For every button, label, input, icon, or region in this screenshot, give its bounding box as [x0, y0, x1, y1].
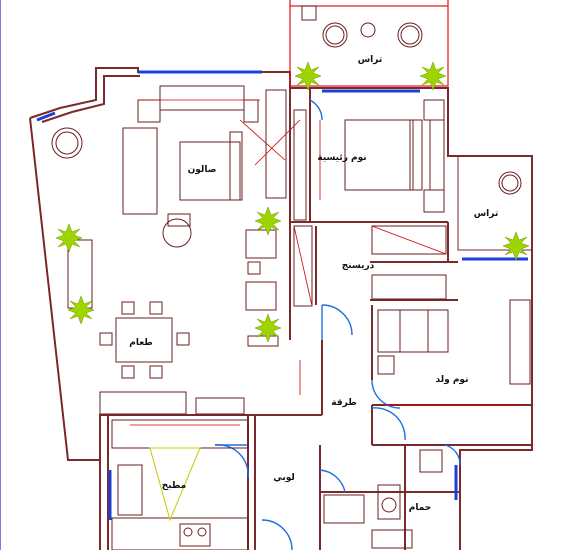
doors	[214, 99, 461, 550]
label-terrace-right: تراس	[474, 209, 498, 219]
dimension-marks	[130, 99, 520, 426]
armchairs	[245, 229, 279, 347]
kitchen-furniture	[111, 419, 249, 550]
label-salon: صالون	[188, 165, 217, 175]
windows	[36, 70, 528, 520]
terrace-top	[289, 0, 449, 87]
terrace-right	[457, 156, 532, 251]
label-kids-bedroom: نوم ولد	[436, 375, 469, 385]
kids-bedroom-furniture	[377, 299, 531, 385]
bathroom-furniture	[323, 449, 443, 549]
label-master-bedroom: نوم رئيسية	[317, 153, 366, 163]
dressing-furniture	[293, 225, 447, 307]
label-kitchen: مطبخ	[162, 481, 187, 491]
salon-furniture	[122, 85, 301, 248]
label-bathroom: حمام	[409, 503, 432, 513]
label-terrace-top: تراس	[358, 55, 382, 65]
plants	[55, 61, 530, 343]
label-lobby: لوبي	[273, 473, 295, 483]
master-bedroom-furniture	[293, 99, 445, 221]
label-dressing: دريسنج	[342, 261, 375, 271]
label-corridor: طرقة	[331, 398, 356, 408]
room-labels: تراس تراس نوم رئيسية صالون دريسنج طعام ن…	[129, 55, 498, 513]
round-chairs	[51, 127, 83, 159]
dining-furniture	[67, 239, 245, 415]
label-dining: طعام	[129, 338, 153, 348]
